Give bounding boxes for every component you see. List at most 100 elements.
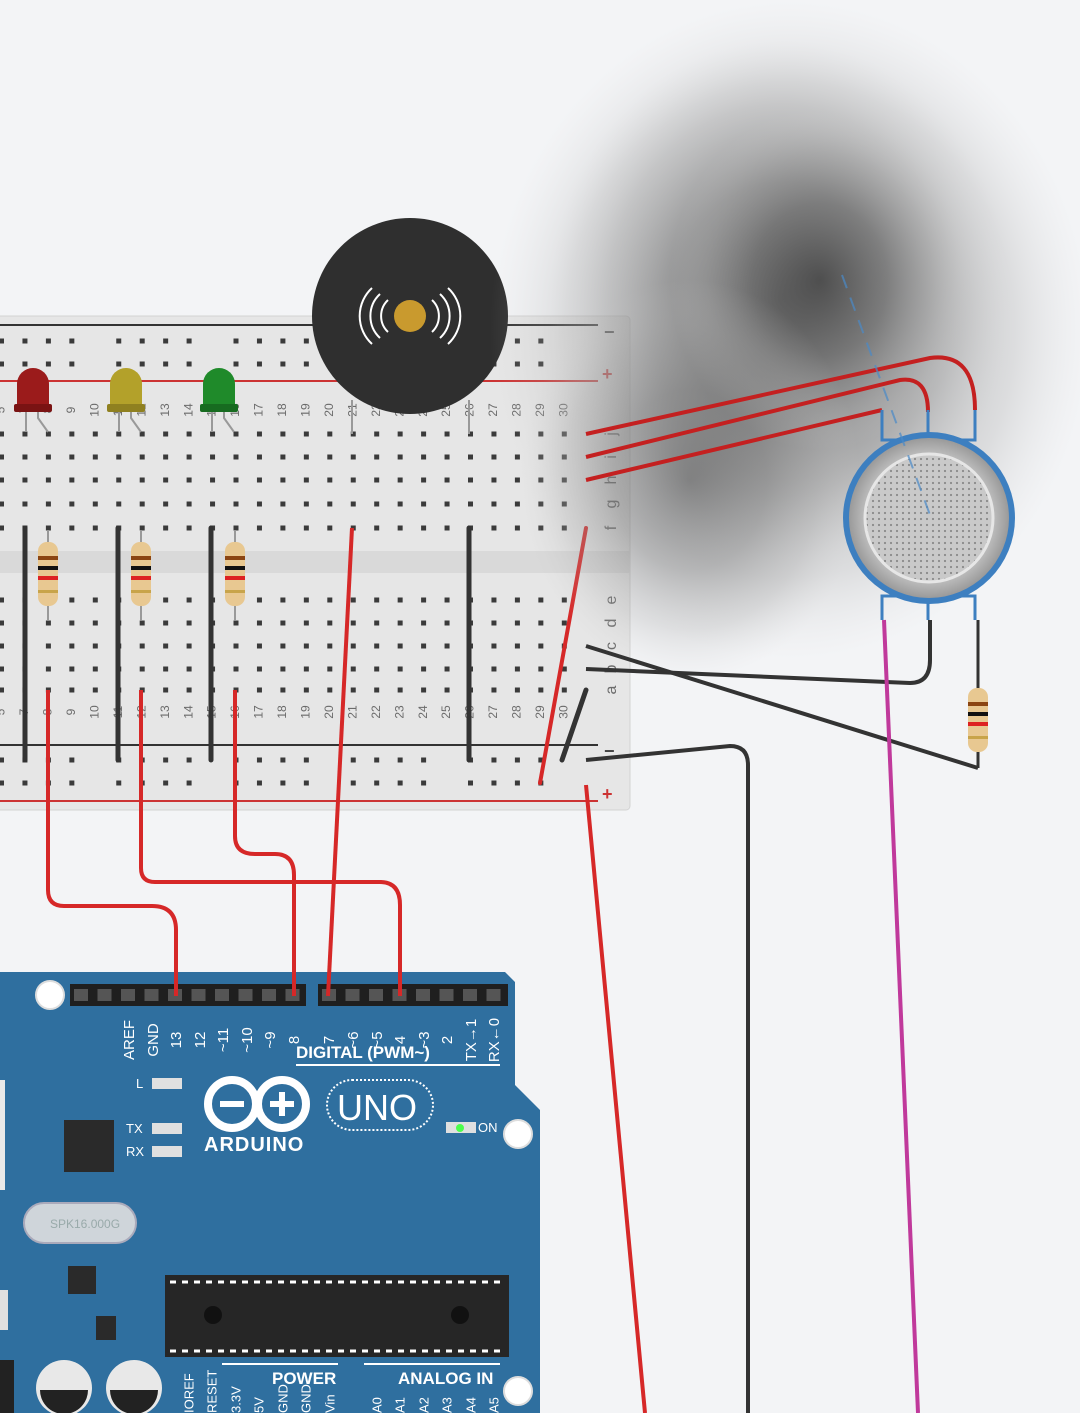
breadboard-hole[interactable] xyxy=(303,666,309,672)
breadboard-hole[interactable] xyxy=(0,597,4,603)
header-pin[interactable] xyxy=(238,989,253,1001)
breadboard-hole[interactable] xyxy=(327,687,333,693)
breadboard-hole[interactable] xyxy=(22,501,28,507)
rail-hole[interactable] xyxy=(116,338,122,344)
breadboard-hole[interactable] xyxy=(163,477,169,483)
breadboard-hole[interactable] xyxy=(491,687,497,693)
breadboard-hole[interactable] xyxy=(280,431,286,437)
breadboard-hole[interactable] xyxy=(280,666,286,672)
rail-hole[interactable] xyxy=(69,780,75,786)
rail-hole[interactable] xyxy=(280,338,286,344)
led-yellow[interactable] xyxy=(107,368,145,433)
breadboard-hole[interactable] xyxy=(139,501,145,507)
resistor-1[interactable] xyxy=(38,530,58,620)
rail-hole[interactable] xyxy=(0,780,4,786)
rail-hole[interactable] xyxy=(468,780,473,786)
breadboard-hole[interactable] xyxy=(327,454,333,460)
breadboard-hole[interactable] xyxy=(514,525,520,531)
breadboard-hole[interactable] xyxy=(444,620,450,626)
breadboard-hole[interactable] xyxy=(256,525,262,531)
rail-hole[interactable] xyxy=(350,757,356,763)
breadboard-hole[interactable] xyxy=(139,666,145,672)
breadboard-hole[interactable] xyxy=(444,431,450,437)
breadboard-hole[interactable] xyxy=(421,454,427,460)
breadboard-hole[interactable] xyxy=(421,501,427,507)
breadboard-hole[interactable] xyxy=(163,643,169,649)
breadboard-hole[interactable] xyxy=(139,477,145,483)
breadboard-hole[interactable] xyxy=(397,477,403,483)
breadboard-hole[interactable] xyxy=(303,431,309,437)
breadboard-hole[interactable] xyxy=(280,501,286,507)
rail-hole[interactable] xyxy=(421,780,427,786)
breadboard-hole[interactable] xyxy=(468,477,473,483)
rail-hole[interactable] xyxy=(397,757,403,763)
breadboard-hole[interactable] xyxy=(45,666,51,672)
breadboard-hole[interactable] xyxy=(92,643,98,649)
breadboard-hole[interactable] xyxy=(514,687,520,693)
breadboard-hole[interactable] xyxy=(45,643,51,649)
wire-sensor-2[interactable] xyxy=(585,377,930,459)
breadboard-hole[interactable] xyxy=(350,687,356,693)
breadboard-hole[interactable] xyxy=(538,643,544,649)
breadboard-hole[interactable] xyxy=(421,431,427,437)
rail-hole[interactable] xyxy=(0,361,4,367)
breadboard-hole[interactable] xyxy=(327,666,333,672)
breadboard-hole[interactable] xyxy=(233,431,239,437)
breadboard-hole[interactable] xyxy=(186,525,192,531)
breadboard-hole[interactable] xyxy=(374,687,380,693)
breadboard-hole[interactable] xyxy=(233,666,239,672)
breadboard-hole[interactable] xyxy=(45,431,51,437)
breadboard-hole[interactable] xyxy=(256,477,262,483)
breadboard-hole[interactable] xyxy=(256,431,262,437)
breadboard-hole[interactable] xyxy=(256,501,262,507)
breadboard-hole[interactable] xyxy=(280,597,286,603)
breadboard-hole[interactable] xyxy=(210,477,216,483)
breadboard-hole[interactable] xyxy=(69,643,75,649)
rail-hole[interactable] xyxy=(303,780,309,786)
wire-5v-long[interactable] xyxy=(584,784,647,1413)
breadboard-hole[interactable] xyxy=(280,687,286,693)
rail-hole[interactable] xyxy=(256,338,262,344)
breadboard-hole[interactable] xyxy=(210,431,216,437)
breadboard-hole[interactable] xyxy=(514,597,520,603)
breadboard-hole[interactable] xyxy=(256,620,262,626)
breadboard-hole[interactable] xyxy=(45,454,51,460)
breadboard-hole[interactable] xyxy=(45,620,51,626)
breadboard-hole[interactable] xyxy=(186,597,192,603)
breadboard-hole[interactable] xyxy=(0,525,4,531)
breadboard-hole[interactable] xyxy=(92,666,98,672)
rail-hole[interactable] xyxy=(116,780,122,786)
breadboard-hole[interactable] xyxy=(374,477,380,483)
breadboard-hole[interactable] xyxy=(327,501,333,507)
breadboard-hole[interactable] xyxy=(397,666,403,672)
breadboard-hole[interactable] xyxy=(374,620,380,626)
breadboard-hole[interactable] xyxy=(280,525,286,531)
breadboard-hole[interactable] xyxy=(186,620,192,626)
header-pin[interactable] xyxy=(369,989,383,1001)
breadboard-hole[interactable] xyxy=(163,501,169,507)
breadboard-hole[interactable] xyxy=(92,525,98,531)
rail-hole[interactable] xyxy=(0,338,4,344)
breadboard-hole[interactable] xyxy=(0,687,4,693)
breadboard-hole[interactable] xyxy=(444,597,450,603)
breadboard-hole[interactable] xyxy=(538,597,544,603)
breadboard-hole[interactable] xyxy=(69,431,75,437)
breadboard-hole[interactable] xyxy=(116,454,122,460)
breadboard-hole[interactable] xyxy=(514,477,520,483)
breadboard-hole[interactable] xyxy=(116,431,122,437)
rail-hole[interactable] xyxy=(163,757,169,763)
breadboard-hole[interactable] xyxy=(491,454,497,460)
breadboard-hole[interactable] xyxy=(374,501,380,507)
breadboard-hole[interactable] xyxy=(139,643,145,649)
led-green[interactable] xyxy=(200,368,238,433)
breadboard-hole[interactable] xyxy=(92,597,98,603)
rail-hole[interactable] xyxy=(303,338,309,344)
breadboard-hole[interactable] xyxy=(327,477,333,483)
breadboard-hole[interactable] xyxy=(233,643,239,649)
breadboard-hole[interactable] xyxy=(350,620,356,626)
breadboard-hole[interactable] xyxy=(350,477,356,483)
breadboard-hole[interactable] xyxy=(327,525,333,531)
breadboard-hole[interactable] xyxy=(397,454,403,460)
resistor-3[interactable] xyxy=(225,530,245,620)
